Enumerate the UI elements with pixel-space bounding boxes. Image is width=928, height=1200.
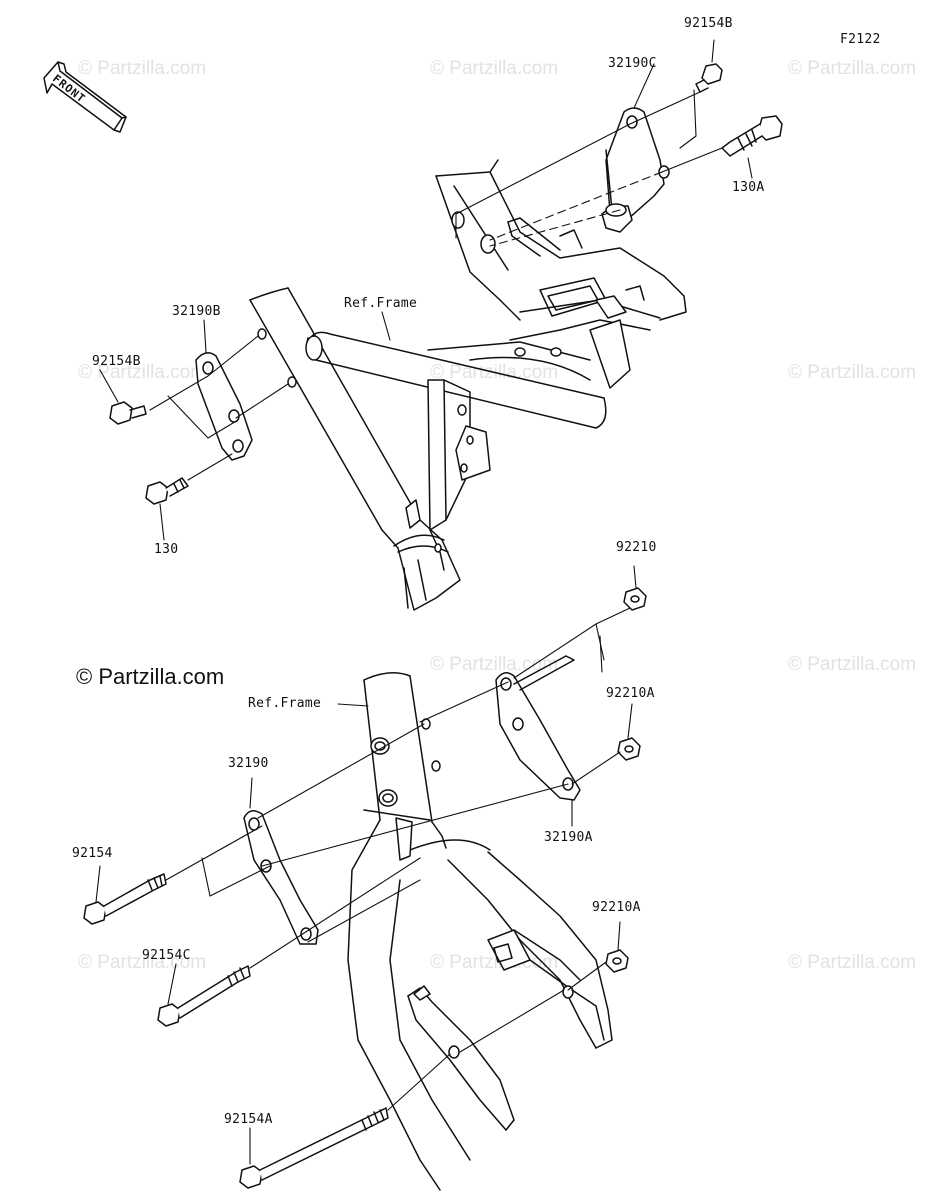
bolt-92154 — [83, 873, 167, 925]
guide-lines-top — [455, 39, 753, 247]
frame-rail-right — [487, 929, 605, 1041]
bolt-92154B-top — [695, 63, 723, 93]
bracket-32190C — [601, 107, 670, 233]
diagram-code: F2122 — [840, 32, 881, 47]
part-label[interactable]: 92154 — [72, 846, 113, 861]
guide-lines-left — [99, 311, 391, 541]
guide-lines-bottom — [95, 565, 637, 1165]
ref-frame-label-top: Ref.Frame — [344, 296, 418, 311]
watermark: © Partzilla.com — [788, 952, 917, 973]
part-label[interactable]: 130A — [732, 180, 765, 195]
part-label[interactable]: 32190C — [608, 56, 657, 71]
ref-frame-label-bottom: Ref.Frame — [248, 696, 322, 711]
nut-92210A-upper — [617, 737, 641, 761]
part-label[interactable]: 32190 — [228, 756, 269, 771]
part-label[interactable]: 92210A — [592, 900, 641, 915]
watermark: © Partzilla.com — [788, 654, 917, 675]
part-label[interactable]: 92210 — [616, 540, 657, 555]
part-label[interactable]: 130 — [154, 542, 179, 557]
bolt-long-upper — [513, 655, 575, 691]
frame-bracket-lower — [407, 985, 515, 1131]
watermark: © Partzilla.com — [788, 58, 917, 79]
bolt-130 — [145, 477, 189, 505]
frame-upper-left — [249, 287, 461, 611]
watermark: © Partzilla.com — [78, 362, 207, 383]
bracket-32190 — [243, 810, 319, 945]
frame-cross-tube — [305, 331, 607, 429]
frame-strut — [427, 379, 491, 571]
part-label[interactable]: 92154B — [92, 354, 141, 369]
bolt-92154A — [239, 1107, 389, 1189]
watermark: © Partzilla.com — [78, 58, 207, 79]
bracket-32190B — [195, 352, 253, 461]
bolt-130A — [721, 115, 783, 157]
part-label[interactable]: 32190A — [544, 830, 593, 845]
part-label[interactable]: 92210A — [606, 686, 655, 701]
watermark: © Partzilla.com — [430, 58, 559, 79]
nut-92210A-lower — [605, 949, 629, 973]
part-label[interactable]: 92154C — [142, 948, 191, 963]
part-label[interactable]: 32190B — [172, 304, 221, 319]
part-label[interactable]: 92154A — [224, 1112, 273, 1127]
bolt-92154C — [157, 965, 251, 1027]
watermark: © Partzilla.com — [78, 952, 207, 973]
front-arrow-icon — [43, 61, 127, 133]
part-label[interactable]: 92154B — [684, 16, 733, 31]
nut-92210 — [623, 587, 647, 611]
watermark: © Partzilla.com — [788, 362, 917, 383]
bolt-92154B-left — [109, 401, 147, 425]
bracket-32190A — [495, 672, 581, 801]
brand-logo: © Partzilla.com — [76, 664, 225, 689]
